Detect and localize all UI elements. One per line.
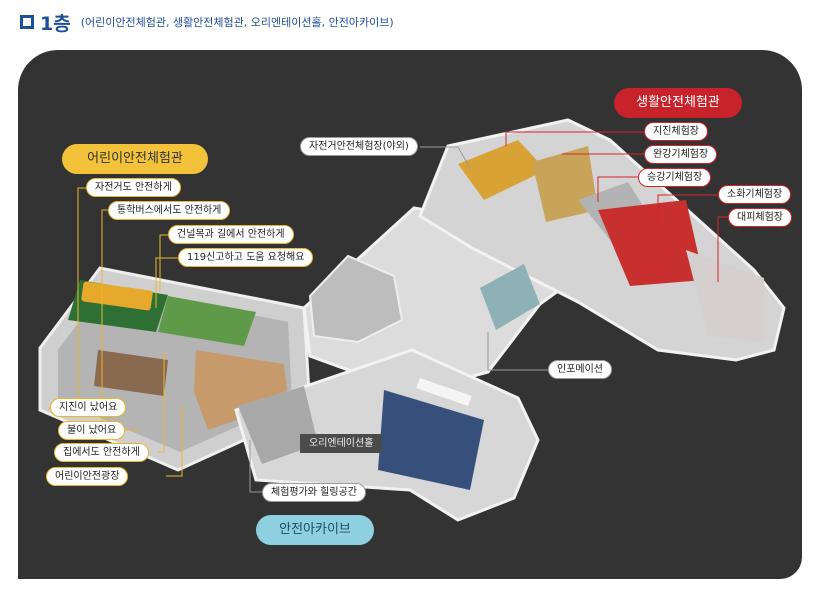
label-fire-kids[interactable]: 불이 났어요 (58, 421, 126, 440)
label-earthquake[interactable]: 지진체험장 (644, 122, 708, 141)
label-evacuation[interactable]: 대피체험장 (728, 208, 792, 227)
label-earthquake-kids[interactable]: 지진이 났어요 (50, 398, 127, 417)
label-kids-plaza[interactable]: 어린이안전광장 (46, 467, 129, 486)
school-bus (81, 281, 153, 311)
label-healing[interactable]: 체험평가와 힐링공간 (262, 483, 366, 502)
building-illustration (38, 118, 786, 522)
info-desk (480, 264, 540, 330)
label-bike-safety[interactable]: 자전거도 안전하게 (86, 178, 181, 197)
callout-lines-red (505, 131, 728, 282)
label-extinguisher[interactable]: 소화기체험장 (718, 185, 792, 204)
label-bike-outdoor[interactable]: 자전거안전체험장(야외) (300, 137, 418, 156)
healing-space (238, 386, 318, 464)
zone-archive-pill[interactable]: 안전아카이브 (256, 515, 374, 545)
label-home-safety[interactable]: 집에서도 안전하게 (54, 443, 149, 462)
floor-title: 1층 (40, 12, 71, 35)
label-lift[interactable]: 승강기체험장 (638, 168, 712, 187)
label-call-119[interactable]: 119신고하고 도움 요청해요 (178, 248, 314, 267)
evacuation-room (686, 250, 764, 342)
floor-subtitle: (어린이안전체험관, 생활안전체험관, 오리엔테이션홀, 안전아카이브) (80, 16, 394, 29)
label-elevator[interactable]: 완강기체험장 (644, 145, 718, 164)
page-header: 1층 (어린이안전체험관, 생활안전체험관, 오리엔테이션홀, 안전아카이브) (20, 10, 394, 35)
label-crosswalk[interactable]: 건널목과 길에서 안전하게 (168, 225, 294, 244)
restroom-block (308, 254, 404, 344)
label-bus-safety[interactable]: 통학버스에서도 안전하게 (108, 201, 231, 220)
label-orientation[interactable]: 오리엔테이션홀 (300, 434, 383, 453)
extinguisher-room (598, 200, 704, 286)
zone-children-pill[interactable]: 어린이안전체험관 (62, 144, 208, 174)
earthquake-room (458, 140, 546, 200)
zone-life-pill[interactable]: 생활안전체험관 (614, 88, 742, 118)
square-bullet-icon (20, 15, 34, 29)
floor-map-panel: 어린이안전체험관 생활안전체험관 안전아카이브 자전거도 안전하게 통학버스에서… (18, 50, 802, 579)
orientation-seating (378, 390, 484, 490)
orientation-screen (416, 378, 472, 406)
callout-lines-gray (249, 146, 548, 493)
crosswalk-area (158, 296, 256, 346)
fire-room (94, 350, 168, 396)
label-info[interactable]: 인포메이션 (548, 360, 612, 379)
